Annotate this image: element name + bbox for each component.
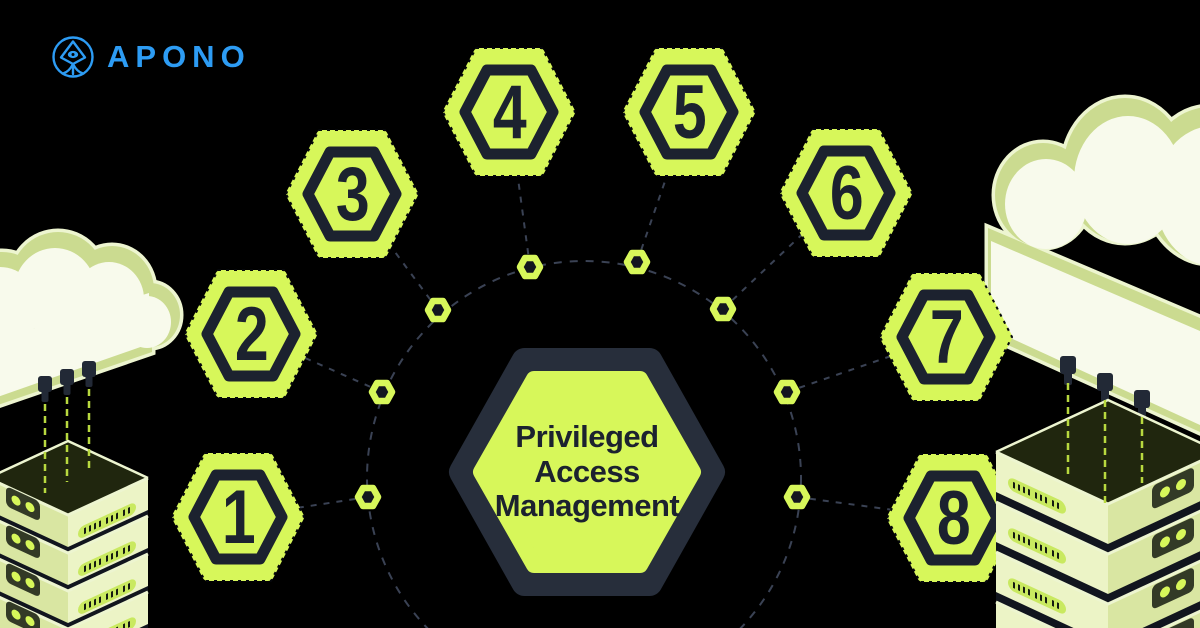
step-number: 8 [936, 475, 971, 561]
node-hexagon-5 [620, 246, 654, 278]
step-hexagon-6: 6 [776, 125, 916, 261]
brand-name: APONO [107, 39, 251, 74]
step-number: 2 [234, 291, 269, 377]
step-hexagon-1: 1 [168, 449, 308, 585]
step-hexagon-7: 7 [876, 269, 1016, 405]
central-hexagon: Privileged Access Management [435, 334, 739, 610]
step-number: 4 [492, 69, 527, 155]
node-hexagon-7 [770, 376, 804, 408]
step-hexagon-4: 4 [439, 44, 579, 180]
node-hexagon-8 [780, 481, 814, 513]
step-number: 6 [829, 150, 864, 236]
node-hexagon-1 [351, 481, 385, 513]
node-hexagon-6 [706, 293, 740, 325]
node-hexagon-3 [421, 294, 455, 326]
right-cloud-plugs [1060, 356, 1150, 419]
node-hexagon-4 [513, 251, 547, 283]
step-number: 3 [335, 151, 370, 237]
left-cloud-icon [0, 228, 184, 408]
step-number: 7 [929, 294, 964, 380]
left-cloud-plugs [38, 361, 96, 402]
pam-title: Privileged Access Management [494, 418, 680, 524]
step-number: 1 [221, 474, 256, 560]
step-hexagon-2: 2 [181, 266, 321, 402]
brand-logo: APONO [50, 34, 251, 80]
right-cloud-icon [984, 94, 1200, 436]
right-server-stack-icon [994, 398, 1200, 628]
left-server-stack-icon [0, 439, 150, 628]
step-hexagon-3: 3 [282, 126, 422, 262]
step-hexagon-5: 5 [619, 44, 759, 180]
step-number: 5 [672, 69, 707, 155]
node-hexagon-2 [365, 376, 399, 408]
apono-logo-icon [52, 36, 94, 78]
step-hexagon-8: 8 [883, 450, 1023, 586]
